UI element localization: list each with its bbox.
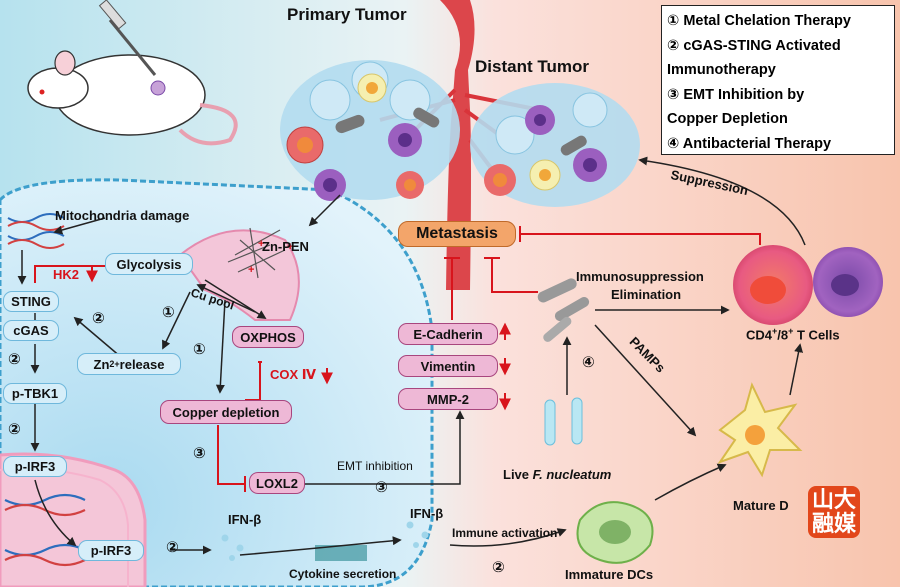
copper-depletion-node: Copper depletion bbox=[160, 400, 292, 424]
legend-item-2-cont: Immunotherapy bbox=[667, 62, 776, 78]
immunosuppression-label: Immunosuppression bbox=[576, 269, 704, 284]
svg-text:+: + bbox=[248, 264, 254, 276]
ifn-beta-label-right: IFN-β bbox=[410, 506, 444, 521]
step-badge-emt-copper: ③ bbox=[193, 445, 206, 462]
hk2-label: HK2 bbox=[53, 267, 80, 282]
emt-inhibition-label: EMT inhibition bbox=[337, 459, 413, 473]
cox-iv-label: COX Ⅳ bbox=[270, 367, 317, 382]
inhibition-lines bbox=[34, 226, 761, 492]
legend-item-2: ② cGAS-STING Activated bbox=[667, 37, 841, 54]
mitochondria-damage-label: Mitochondria damage bbox=[55, 208, 190, 223]
t-cells-label: CD4+/8+ T Cells bbox=[746, 326, 840, 343]
legend-item-3: ③ EMT Inhibition by bbox=[667, 86, 805, 103]
distant-tumor-cluster bbox=[470, 83, 640, 207]
svg-text:+: + bbox=[287, 241, 293, 253]
step-badge-emt-inhibition: ③ bbox=[375, 479, 388, 496]
primary-tumor-title: Primary Tumor bbox=[287, 5, 407, 24]
cgas-node: cGAS bbox=[3, 320, 59, 341]
mature-dc bbox=[717, 382, 803, 478]
ifn-beta-label-left: IFN-β bbox=[228, 512, 262, 527]
glycolysis-node: Glycolysis bbox=[105, 253, 193, 275]
step-badge-chelation-cu: ① bbox=[193, 341, 206, 358]
mouse-illustration bbox=[27, 0, 238, 146]
step-badge-antibacterial: ④ bbox=[582, 354, 595, 371]
p-tbk1-node: p-TBK1 bbox=[3, 383, 67, 404]
sting-node: STING bbox=[3, 291, 59, 312]
distant-tumor-title: Distant Tumor bbox=[475, 57, 589, 76]
live-fusobacterium-label: Live F. nucleatum bbox=[503, 467, 612, 482]
ifn-droplets bbox=[221, 521, 429, 561]
cytokine-secretion-label: Cytokine secretion bbox=[289, 567, 397, 581]
metastasis-node: Metastasis bbox=[398, 221, 516, 247]
zn-pen-label: Zn-PEN bbox=[262, 239, 309, 254]
loxl2-node: LOXL2 bbox=[249, 472, 305, 494]
bacteria-cluster bbox=[537, 278, 590, 446]
mature-dcs-label: Mature D bbox=[733, 498, 789, 513]
step-badge-ifn: ② bbox=[166, 539, 179, 556]
elimination-label: Elimination bbox=[611, 287, 682, 302]
zn-pen-nanoparticle bbox=[227, 227, 286, 279]
immune-activation-label: Immune activation bbox=[452, 526, 558, 540]
e-cadherin-node: E-Cadherin bbox=[398, 323, 498, 345]
p-irf3-node-2: p-IRF3 bbox=[78, 540, 144, 561]
primary-tumor-cluster bbox=[280, 60, 460, 201]
charge-signs: + + + bbox=[248, 238, 293, 276]
legend-item-3-cont: Copper Depletion bbox=[667, 111, 788, 127]
media-logo: 山大 融媒 bbox=[808, 486, 860, 538]
step-badge-chelation-glycolysis: ① bbox=[162, 304, 175, 321]
cytokine-channel bbox=[315, 545, 367, 561]
step-badge-sting-zn: ② bbox=[92, 310, 105, 327]
legend-item-4: ④ Antibacterial Therapy bbox=[667, 135, 832, 152]
step-badge-sting-cgas: ② bbox=[8, 351, 21, 368]
legend-item-1: ① Metal Chelation Therapy bbox=[667, 13, 851, 29]
mmp2-node: MMP-2 bbox=[398, 388, 498, 410]
immature-dc bbox=[576, 501, 654, 564]
expression-change-arrows bbox=[86, 266, 511, 411]
therapy-legend: ① Metal Chelation Therapy ② cGAS-STING A… bbox=[661, 5, 895, 155]
oxphos-node: OXPHOS bbox=[232, 326, 304, 348]
step-badge-immune: ② bbox=[492, 559, 505, 576]
immature-dcs-label: Immature DCs bbox=[565, 567, 654, 582]
step-badge-sting-tbk1: ② bbox=[8, 421, 21, 438]
svg-text:+: + bbox=[258, 238, 264, 250]
vimentin-node: Vimentin bbox=[398, 355, 498, 377]
mitochondrion bbox=[178, 229, 300, 321]
p-irf3-node: p-IRF3 bbox=[3, 456, 67, 477]
